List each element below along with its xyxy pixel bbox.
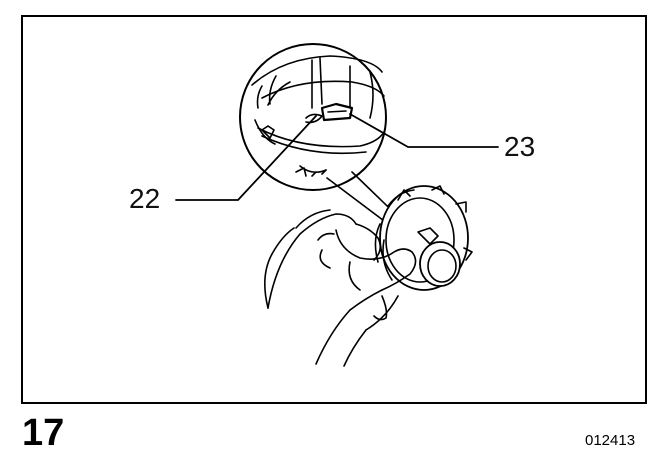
hand-holding-spool [264, 185, 473, 367]
callout-23: 23 [504, 131, 536, 162]
figure-code: 012413 [585, 432, 636, 449]
figure-number: 17 [22, 412, 65, 454]
figure-frame [21, 15, 647, 404]
callout-22: 22 [129, 183, 161, 214]
callout-leaders [175, 113, 499, 201]
magnified-detail [239, 43, 387, 191]
